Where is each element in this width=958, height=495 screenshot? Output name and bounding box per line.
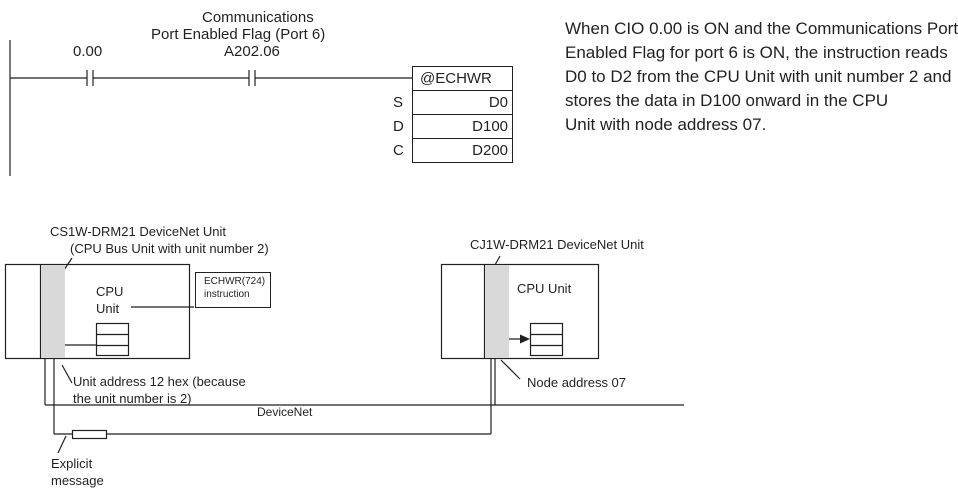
right-cpu-shaded-column: [485, 265, 509, 358]
message-label-line1: Explicit: [51, 456, 93, 471]
description-line-1: When CIO 0.00 is ON and the Communicatio…: [565, 19, 958, 38]
node-address-label: Node address 07: [527, 375, 627, 390]
instruction-note-card: ECHWR(724) instruction: [195, 272, 271, 308]
instruction-box: @ECHWR: [412, 66, 513, 91]
operand-value-c: D200: [472, 142, 508, 159]
left-cpu-label-line1: CPU: [96, 284, 124, 299]
flag-title-line2: Port Enabled Flag (Port 6): [151, 26, 326, 43]
right-unit-title: CJ1W-DRM21 DeviceNet Unit: [470, 237, 644, 252]
operand-box-c: D200: [412, 138, 513, 163]
operand-box-d: D100: [412, 114, 513, 139]
network-label: DeviceNet: [257, 405, 313, 419]
operand-value-d: D100: [472, 118, 508, 135]
description-line-4: stores the data in D100 onward in the CP…: [565, 91, 889, 110]
operand-value-s: D0: [488, 94, 508, 111]
operand-label-s: S: [393, 94, 404, 111]
left-cpu-shaded-column: [41, 265, 65, 358]
contact-address-2: A202.06: [224, 43, 280, 60]
description-visible: When CIO 0.00 is ON and the Communicatio…: [0, 0, 958, 140]
operand-label-d: D: [393, 118, 404, 135]
note-line1: ECHWR(724): [204, 276, 266, 287]
right-cpu-label: CPU Unit: [517, 281, 572, 296]
description-line-2: Enabled Flag for port 6 is ON, the instr…: [565, 43, 948, 62]
operand-box-s: D0: [412, 90, 513, 115]
left-unit-subtitle: (CPU Bus Unit with unit number 2): [70, 241, 269, 256]
left-unit-title: CS1W-DRM21 DeviceNet Unit: [50, 224, 227, 239]
description-line-5: Unit with node address 07.: [565, 115, 767, 134]
message-label-line2: message: [51, 473, 104, 488]
unit-address-line1: Unit address 12 hex (because: [73, 374, 246, 389]
instruction-label: @ECHWR: [420, 70, 492, 87]
contact-address-1: 0.00: [73, 43, 103, 60]
flag-title-line1: Communications: [202, 9, 314, 26]
left-cpu-label-line2: Unit: [96, 301, 120, 316]
description-line-3: D0 to D2 from the CPU Unit with unit num…: [565, 67, 952, 86]
operand-label-c: C: [393, 142, 404, 159]
note-line2: instruction: [204, 289, 250, 300]
unit-address-line2: the unit number is 2): [73, 391, 192, 406]
